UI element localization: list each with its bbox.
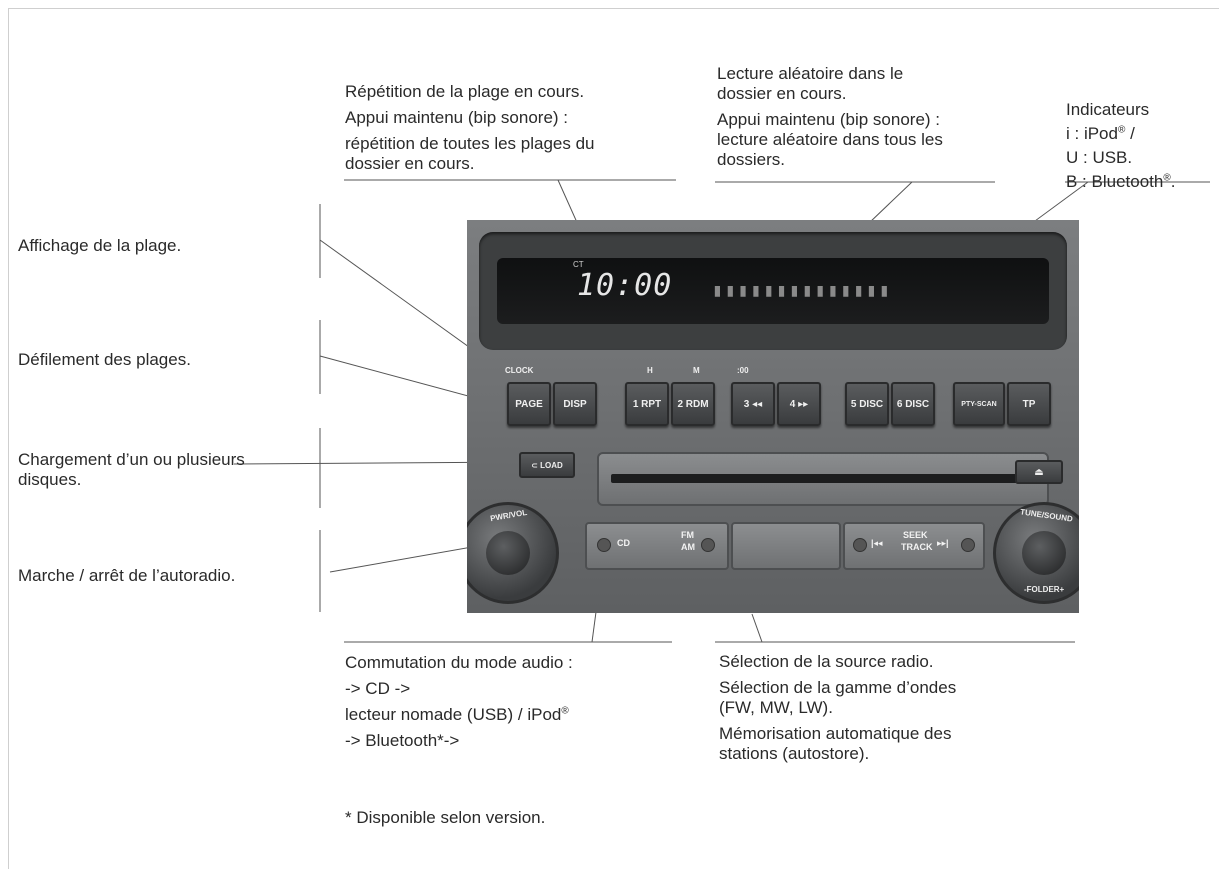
random-line-4: lecture aléatoire dans tous les xyxy=(717,130,943,149)
fm-label: FM xyxy=(681,530,694,540)
loading-line-1: Chargement d’un ou plusieurs xyxy=(18,450,245,469)
label-zero: :00 xyxy=(737,366,749,375)
tp-button[interactable]: TP xyxy=(1007,382,1051,426)
audio-mode-line-3: lecteur nomade (USB) / iPod® xyxy=(345,702,573,728)
audio-mode-annotation: Commutation du mode audio : -> CD -> lec… xyxy=(345,650,573,754)
radio-source-line-3: (FW, MW, LW). xyxy=(719,698,833,717)
loading-annotation: Chargement d’un ou plusieurs disques. xyxy=(18,450,245,490)
tune-sound-knob[interactable]: TUNE/SOUND -FOLDER+ xyxy=(993,502,1079,604)
fm-am-indicator xyxy=(701,538,715,552)
seek-left-arrow: |◂◂ xyxy=(871,538,883,548)
cd-indicator xyxy=(597,538,611,552)
repeat-line-4: dossier en cours. xyxy=(345,154,475,173)
indicator-bt: B : Bluetooth®. xyxy=(1066,170,1175,194)
indicator-usb: U : USB. xyxy=(1066,148,1133,167)
audio-mode-line-4: -> Bluetooth*-> xyxy=(345,731,460,750)
radio-faceplate: CT 10:00 ▮▮▮▮▮▮▮▮▮▮▮▮▮▮ CLOCK H M :00 PA… xyxy=(467,220,1079,613)
seek-right-arrow: ▸▸| xyxy=(937,538,949,548)
track-label: TRACK xyxy=(901,542,933,552)
indicator-bt-tail: . xyxy=(1170,172,1176,191)
indicator-ipod-tail: / xyxy=(1125,124,1135,143)
indicator-ipod: i : iPod® / xyxy=(1066,122,1175,146)
segment-display: ▮▮▮▮▮▮▮▮▮▮▮▮▮▮ xyxy=(712,280,892,301)
label-m: M xyxy=(693,366,700,375)
repeat-annotation: Répétition de la plage en cours. Appui m… xyxy=(345,82,595,174)
repeat-line-1: Répétition de la plage en cours. xyxy=(345,82,585,101)
cd-slot xyxy=(597,452,1049,506)
pwr-vol-knob[interactable]: PWR/VOL xyxy=(467,502,559,604)
preset-1-rpt-button[interactable]: 1 RPT xyxy=(625,382,669,426)
random-line-5: dossiers. xyxy=(717,150,786,169)
seek-label: SEEK xyxy=(903,530,928,540)
random-line-1: Lecture aléatoire dans le xyxy=(717,64,904,83)
radio-source-line-1: Sélection de la source radio. xyxy=(719,652,934,671)
clock-readout: 10:00 xyxy=(577,268,673,303)
disp-button[interactable]: DISP xyxy=(553,382,597,426)
preset-6-disc-button[interactable]: 6 DISC xyxy=(891,382,935,426)
seek-left-indicator xyxy=(853,538,867,552)
audio-mode-line-1: Commutation du mode audio : xyxy=(345,653,573,672)
power-annotation: Marche / arrêt de l’autoradio. xyxy=(18,566,236,585)
repeat-line-2: Appui maintenu (bip sonore) : xyxy=(345,108,569,127)
registered-mark: ® xyxy=(1163,172,1171,184)
am-label: AM xyxy=(681,542,695,552)
pwr-vol-label: PWR/VOL xyxy=(489,507,528,524)
repeat-line-3: répétition de toutes les plages du xyxy=(345,134,595,153)
label-h: H xyxy=(647,366,653,375)
random-line-2: dossier en cours. xyxy=(717,84,847,103)
indicator-ipod-text: i : iPod xyxy=(1066,124,1118,143)
radio-source-annotation: Sélection de la source radio. Sélection … xyxy=(719,652,956,764)
indicators-annotation: Indicateurs i : iPod® / U : USB. B : Blu… xyxy=(1066,98,1175,194)
label-clock: CLOCK xyxy=(505,366,534,375)
track-scroll-annotation: Défilement des plages. xyxy=(18,350,191,369)
seek-track-button[interactable]: |◂◂ SEEK TRACK ▸▸| xyxy=(843,522,985,570)
radio-source-line-2: Sélection de la gamme d’ondes xyxy=(719,678,957,697)
preset-3-button[interactable]: 3 ◂◂ xyxy=(731,382,775,426)
display-screen: CT 10:00 ▮▮▮▮▮▮▮▮▮▮▮▮▮▮ xyxy=(497,258,1049,324)
cd-label: CD xyxy=(617,538,630,548)
audio-mode-line-3-text: lecteur nomade (USB) / iPod xyxy=(345,705,562,724)
pty-scan-button[interactable]: PTY-SCAN xyxy=(953,382,1005,426)
cd-slot-opening xyxy=(611,474,1035,483)
page-button[interactable]: PAGE xyxy=(507,382,551,426)
indicators-title: Indicateurs xyxy=(1066,100,1150,119)
indicator-bt-text: B : Bluetooth xyxy=(1066,172,1164,191)
audio-mode-line-2: -> CD -> xyxy=(345,679,411,698)
pwr-vol-knob-core xyxy=(486,531,530,575)
track-display-annotation: Affichage de la plage. xyxy=(18,236,182,255)
registered-mark: ® xyxy=(561,705,569,717)
tune-sound-label: TUNE/SOUND xyxy=(1019,507,1074,524)
blank-button[interactable] xyxy=(731,522,841,570)
eject-button[interactable]: ⏏ xyxy=(1015,460,1063,484)
random-annotation: Lecture aléatoire dans le dossier en cou… xyxy=(717,64,943,170)
preset-2-rdm-button[interactable]: 2 RDM xyxy=(671,382,715,426)
tune-sound-knob-core xyxy=(1022,531,1066,575)
load-button[interactable]: ⊂ LOAD xyxy=(519,452,575,478)
radio-source-line-5: stations (autostore). xyxy=(719,744,870,763)
loading-line-2: disques. xyxy=(18,470,82,489)
registered-mark: ® xyxy=(1117,124,1126,136)
preset-4-button[interactable]: 4 ▸▸ xyxy=(777,382,821,426)
preset-5-disc-button[interactable]: 5 DISC xyxy=(845,382,889,426)
clock-label: CT xyxy=(573,260,584,269)
random-line-3: Appui maintenu (bip sonore) : xyxy=(717,110,941,129)
page-frame xyxy=(8,8,1219,869)
radio-source-line-4: Mémorisation automatique des xyxy=(719,724,952,743)
seek-right-indicator xyxy=(961,538,975,552)
folder-label: -FOLDER+ xyxy=(1024,585,1065,594)
footnote: * Disponible selon version. xyxy=(345,808,546,827)
cd-fm-am-button[interactable]: CD FM AM xyxy=(585,522,729,570)
